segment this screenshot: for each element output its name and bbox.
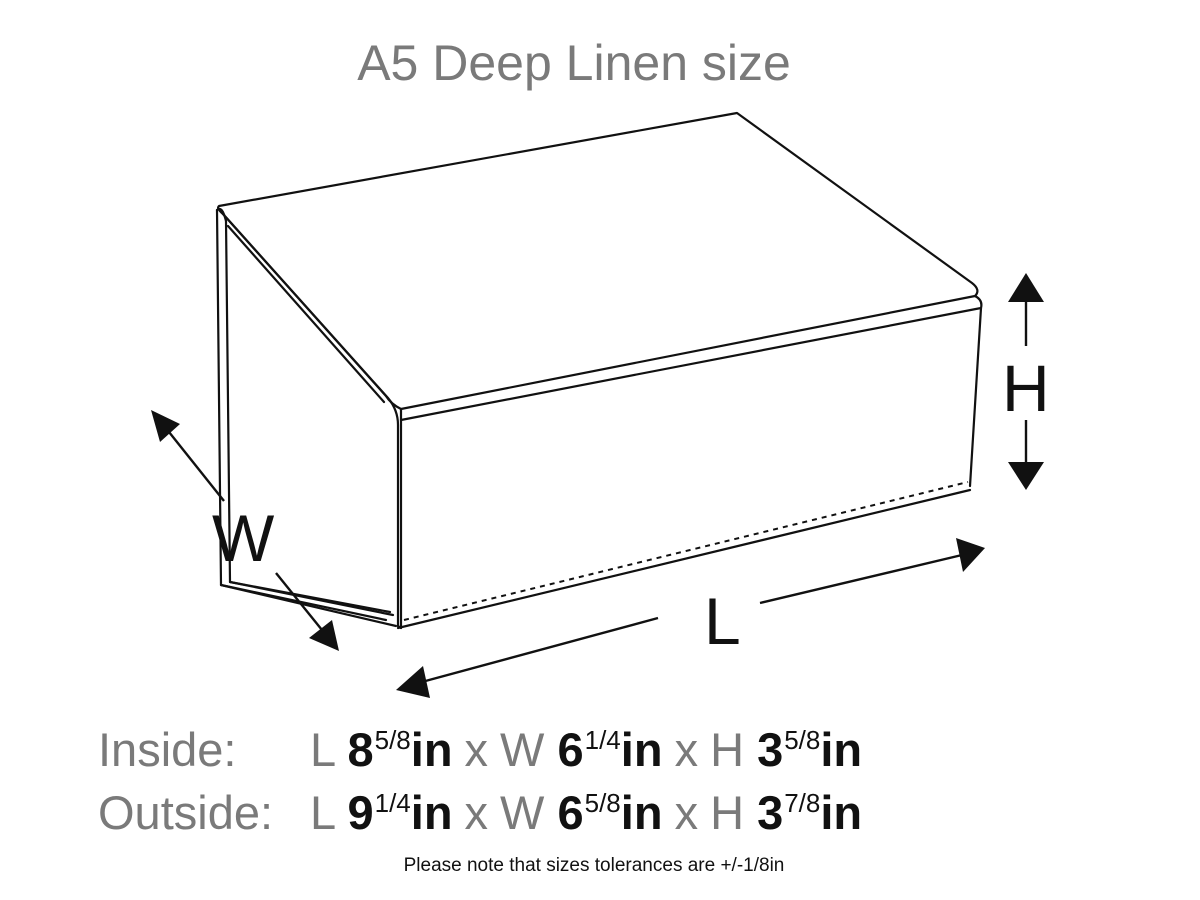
inside-width-value: 61/4in — [557, 723, 663, 776]
height-arrow — [1008, 273, 1044, 490]
tolerance-note: Please note that sizes tolerances are +/… — [403, 855, 785, 876]
inside-label: Inside: — [98, 723, 237, 776]
width-label: W — [212, 501, 275, 575]
outside-label: Outside: — [98, 786, 274, 839]
inside-height-value: 35/8in — [757, 723, 863, 776]
page-title: A5 Deep Linen size — [357, 35, 791, 91]
outside-width-value: 65/8in — [557, 786, 663, 839]
outside-height-value: 37/8in — [757, 786, 863, 839]
height-label: H — [1002, 351, 1050, 425]
length-arrow — [396, 538, 985, 698]
inside-length-value: 85/8in — [347, 723, 453, 776]
box-lid-top — [217, 111, 979, 411]
width-arrow — [151, 410, 339, 651]
outside-length-value: 91/4in — [347, 786, 453, 839]
length-label: L — [704, 584, 741, 658]
